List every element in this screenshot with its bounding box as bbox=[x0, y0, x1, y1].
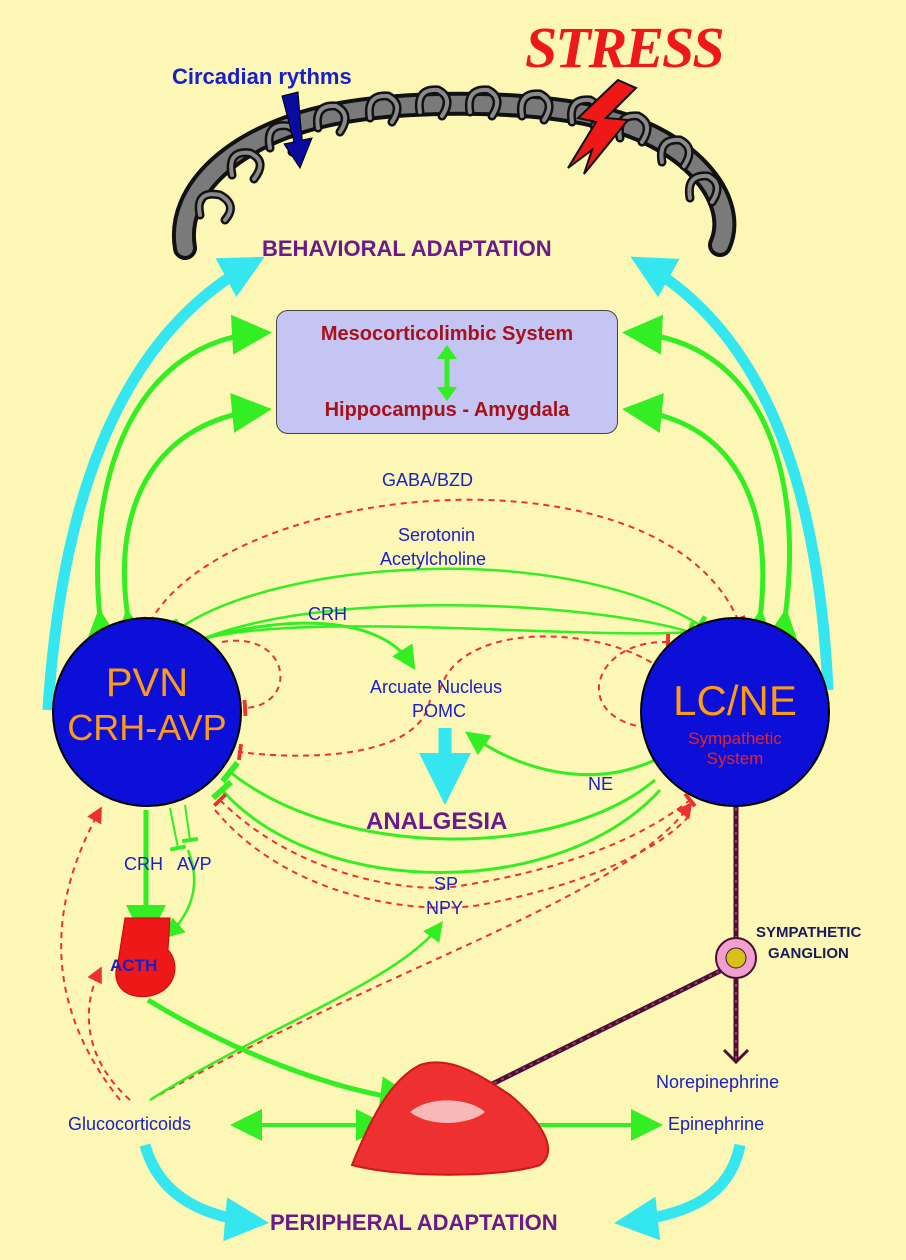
green-arrow-lc-meso-outer bbox=[622, 314, 801, 651]
lc-ne-label: LC/NE bbox=[673, 677, 797, 724]
ganglion-icon bbox=[715, 937, 757, 979]
gaba-label: GABA/BZD bbox=[382, 470, 474, 490]
avp-arrow bbox=[164, 849, 196, 939]
avp-inhibit-1 bbox=[169, 807, 187, 852]
ne-label: NE bbox=[588, 774, 614, 794]
limbic-box: Mesocorticolimbic System Hippocampus - A… bbox=[276, 310, 618, 434]
pvn-lc-crossing-2 bbox=[199, 625, 691, 642]
arcuate-nucleus-label: Arcuate Nucleus bbox=[370, 677, 503, 697]
acth-adrenal-arrow bbox=[146, 997, 420, 1117]
gluco-feedback-pvn bbox=[60, 806, 121, 1101]
gaba-inhibition-arc bbox=[142, 498, 747, 628]
peripheral-adaptation-label: PERIPHERAL ADAPTATION bbox=[270, 1210, 558, 1235]
lc-pvn-stim-lower-2 bbox=[211, 779, 662, 874]
pvn-self-inhibition bbox=[221, 639, 282, 717]
gluco-feedback-lc bbox=[149, 801, 693, 1101]
sp-label: SP bbox=[434, 874, 459, 894]
pomc-label: POMC bbox=[412, 701, 466, 721]
npy-label: NPY bbox=[426, 898, 464, 918]
acth-label: ACTH bbox=[110, 956, 158, 975]
hippocampus-label: Hippocampus - Amygdala bbox=[324, 399, 570, 421]
brain-cortex-icon bbox=[171, 85, 737, 260]
lightning-bolt-icon bbox=[567, 78, 638, 175]
epinephrine-label: Epinephrine bbox=[668, 1114, 765, 1134]
system-label: System bbox=[706, 749, 764, 768]
acetylcholine-label: Acetylcholine bbox=[380, 549, 487, 569]
green-arrow-pvn-hippo bbox=[112, 393, 272, 651]
cyan-arrow-bottom-right bbox=[614, 1143, 746, 1241]
crh-label: CRH bbox=[308, 604, 347, 624]
sp-npy-inhibition-1 bbox=[212, 792, 697, 889]
norepinephrine-label: Norepinephrine bbox=[656, 1072, 780, 1092]
sympathetic-label: Sympathetic bbox=[688, 729, 782, 748]
arcuate-pvn-inhibition bbox=[236, 699, 431, 761]
serotonin-label: Serotonin bbox=[398, 525, 476, 545]
limbic-double-arrow-icon bbox=[437, 345, 457, 401]
pvn-lc-crossing-1 bbox=[199, 604, 696, 643]
crh-arrow bbox=[204, 621, 416, 671]
crh-down-label: CRH bbox=[124, 854, 163, 874]
gluco-npy-arrow bbox=[149, 920, 443, 1102]
green-arrow-lc-hippo bbox=[622, 393, 777, 651]
arcuate-lc-inhibition bbox=[439, 635, 667, 691]
gluco-feedback-acth bbox=[87, 966, 131, 1101]
analgesia-label: ANALGESIA bbox=[366, 808, 508, 835]
glucocorticoids-label: Glucocorticoids bbox=[68, 1114, 192, 1134]
crh-avp-label: CRH-AVP bbox=[67, 707, 227, 748]
avp-inhibit-2 bbox=[181, 804, 199, 844]
pvn-nucleus: PVN CRH-AVP bbox=[52, 617, 242, 807]
sympathetic-nerve bbox=[458, 800, 750, 1103]
stress-label: STRESS bbox=[525, 15, 725, 80]
ne-arrow bbox=[465, 731, 656, 777]
pituitary-icon bbox=[115, 917, 176, 998]
mesocorticolimbic-label: Mesocorticolimbic System bbox=[320, 323, 574, 345]
serotonin-arc bbox=[172, 567, 708, 638]
pvn-label: PVN bbox=[105, 661, 189, 705]
cyan-arrow-bottom-left bbox=[139, 1143, 269, 1242]
behavioral-adaptation-label: BEHAVIORAL ADAPTATION bbox=[262, 236, 552, 261]
circadian-label: Circadian rythms bbox=[172, 64, 352, 89]
lc-ne-nucleus: LC/NE Sympathetic System bbox=[640, 617, 830, 807]
avp-down-label: AVP bbox=[177, 854, 212, 874]
ganglion-label-2: GANGLION bbox=[768, 945, 849, 962]
circadian-arrow-icon bbox=[281, 91, 313, 170]
adrenal-gland-icon bbox=[350, 1061, 550, 1176]
lc-self-inhibition bbox=[597, 633, 671, 729]
ganglion-label-1: SYMPATHETIC bbox=[756, 924, 862, 941]
